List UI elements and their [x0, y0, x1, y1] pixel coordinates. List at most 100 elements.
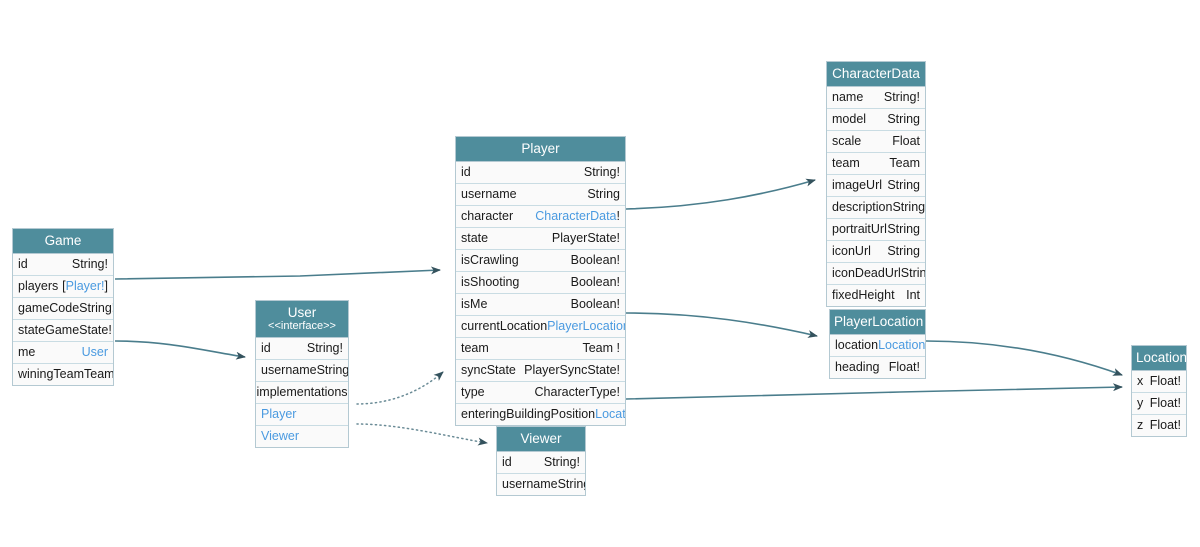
- table-row[interactable]: id String!: [13, 253, 113, 276]
- field-name: team: [461, 341, 489, 355]
- type-link[interactable]: PlayerLocation: [547, 319, 625, 333]
- table-row[interactable]: me User: [13, 341, 113, 364]
- field-name: enteringBuildingPosition: [461, 407, 596, 421]
- field-name: id: [261, 341, 271, 355]
- table-row[interactable]: currentLocation PlayerLocation!: [456, 315, 625, 338]
- table-row[interactable]: isMe Boolean!: [456, 293, 625, 316]
- table-row[interactable]: location Location!: [830, 334, 925, 357]
- field-type: String: [316, 363, 348, 377]
- table-row[interactable]: enteringBuildingPosition Location: [456, 403, 625, 425]
- field-name: me: [18, 345, 36, 359]
- type-link[interactable]: Location: [595, 407, 625, 421]
- type-link[interactable]: CharacterData: [535, 209, 617, 223]
- table-row[interactable]: username String: [456, 183, 625, 206]
- table-row[interactable]: state PlayerState!: [456, 227, 625, 250]
- table-row[interactable]: portraitUrl String: [827, 218, 925, 241]
- table-row[interactable]: iconUrl String: [827, 240, 925, 263]
- table-row[interactable]: isCrawling Boolean!: [456, 249, 625, 272]
- table-row[interactable]: type CharacterType!: [456, 381, 625, 404]
- field-name: iconDeadUrl: [832, 266, 901, 280]
- table-row[interactable]: z Float!: [1132, 414, 1186, 436]
- entity-player[interactable]: Player id String! username String charac…: [455, 136, 626, 426]
- table-row[interactable]: model String: [827, 108, 925, 131]
- field-type: Boolean!: [570, 253, 620, 267]
- implementation-row[interactable]: Player: [256, 403, 348, 426]
- field-type: PlayerSyncState!: [524, 363, 620, 377]
- table-row[interactable]: username String: [497, 473, 585, 495]
- field-type: String!: [306, 341, 343, 355]
- field-type: String: [587, 187, 620, 201]
- non-null-marker: !: [616, 209, 620, 223]
- table-row[interactable]: players [Player!]: [13, 275, 113, 298]
- table-row[interactable]: character CharacterData!: [456, 205, 625, 228]
- field-type: CharacterData!: [535, 209, 620, 223]
- field-type: String: [887, 112, 920, 126]
- entity-location[interactable]: Location x Float! y Float! z Float!: [1131, 345, 1187, 437]
- entity-viewer-title: Viewer: [497, 427, 585, 452]
- edge-player-currentlocation-to-playerlocation: [625, 312, 818, 338]
- table-row[interactable]: gameCode String!: [13, 297, 113, 320]
- field-type: Team: [889, 156, 920, 170]
- field-type: String: [557, 477, 585, 491]
- table-row[interactable]: fixedHeight Int: [827, 284, 925, 306]
- field-name: x: [1137, 374, 1144, 388]
- table-row[interactable]: state GameState!: [13, 319, 113, 342]
- table-row[interactable]: winingTeam Team: [13, 363, 113, 385]
- field-name: players: [18, 279, 59, 293]
- field-type: String: [900, 266, 925, 280]
- field-type: Float!: [1149, 374, 1181, 388]
- entity-game[interactable]: Game id String! players [Player!] gameCo…: [12, 228, 114, 386]
- entity-characterdata[interactable]: CharacterData name String! model String …: [826, 61, 926, 307]
- table-row[interactable]: name String!: [827, 86, 925, 109]
- field-name: iconUrl: [832, 244, 871, 258]
- field-name: imageUrl: [832, 178, 883, 192]
- entity-user[interactable]: User <<interface>> id String! username S…: [255, 300, 349, 448]
- table-row[interactable]: team Team !: [456, 337, 625, 360]
- table-row[interactable]: imageUrl String: [827, 174, 925, 197]
- table-row[interactable]: scale Float: [827, 130, 925, 153]
- field-name: isCrawling: [461, 253, 519, 267]
- table-row[interactable]: description String: [827, 196, 925, 219]
- field-type: Team !: [582, 341, 620, 355]
- field-name: username: [502, 477, 558, 491]
- type-link[interactable]: Location!: [878, 338, 925, 352]
- table-row[interactable]: id String!: [497, 451, 585, 474]
- implementation-row[interactable]: Viewer: [256, 425, 348, 447]
- field-name: location: [835, 338, 879, 352]
- field-type: String!: [583, 165, 620, 179]
- table-row[interactable]: y Float!: [1132, 392, 1186, 415]
- table-row[interactable]: id String!: [456, 161, 625, 184]
- entity-viewer[interactable]: Viewer id String! username String: [496, 426, 586, 496]
- field-name: winingTeam: [18, 367, 85, 381]
- field-name: portraitUrl: [832, 222, 887, 236]
- field-name: team: [832, 156, 860, 170]
- field-type: Float!: [888, 360, 920, 374]
- table-row[interactable]: syncState PlayerSyncState!: [456, 359, 625, 382]
- edge-player-enteringbuildingposition-to-location: [625, 383, 1123, 400]
- type-link[interactable]: Player: [261, 407, 297, 421]
- type-link[interactable]: User: [81, 345, 108, 359]
- table-row[interactable]: isShooting Boolean!: [456, 271, 625, 294]
- field-name: syncState: [461, 363, 516, 377]
- field-name: isMe: [461, 297, 488, 311]
- edge-game-players-to-player: [114, 266, 441, 280]
- table-row[interactable]: team Team: [827, 152, 925, 175]
- table-row[interactable]: id String!: [256, 337, 348, 360]
- table-row[interactable]: x Float!: [1132, 370, 1186, 393]
- type-link[interactable]: Player!: [65, 279, 105, 293]
- field-type: Int: [906, 288, 920, 302]
- entity-location-title: Location: [1132, 346, 1186, 371]
- table-row[interactable]: username String: [256, 359, 348, 382]
- field-name: username: [461, 187, 517, 201]
- field-type: String!: [71, 257, 108, 271]
- type-link[interactable]: Viewer: [261, 429, 299, 443]
- field-name: id: [461, 165, 471, 179]
- entity-playerlocation[interactable]: PlayerLocation location Location! headin…: [829, 309, 926, 379]
- table-row[interactable]: heading Float!: [830, 356, 925, 378]
- field-name: currentLocation: [461, 319, 548, 333]
- field-type: String: [887, 178, 920, 192]
- field-type: PlayerState!: [551, 231, 620, 245]
- entity-characterdata-title: CharacterData: [827, 62, 925, 87]
- table-row[interactable]: iconDeadUrl String: [827, 262, 925, 285]
- field-type: GameState!: [45, 323, 112, 337]
